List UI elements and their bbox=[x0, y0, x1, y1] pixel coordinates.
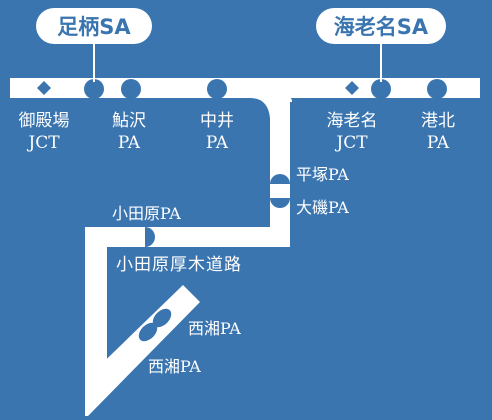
nakai-pa-name: 中井 bbox=[200, 111, 234, 131]
hiratsuka-pa-label: 平塚PA bbox=[296, 165, 349, 184]
ebina-jct-diamond-icon bbox=[345, 81, 359, 95]
ashigara-sa-bubble[interactable] bbox=[36, 8, 152, 44]
ashigara-sa-label: 足柄SA bbox=[57, 15, 131, 39]
ebina-sa-label: 海老名SA bbox=[334, 15, 429, 39]
seisho-pa-upper-label: 西湘PA bbox=[188, 319, 241, 338]
odawara-pa-station[interactable] bbox=[145, 227, 155, 247]
connector-road bbox=[150, 98, 290, 247]
oiso-pa-label: 大磯PA bbox=[296, 198, 349, 217]
kohoku-pa-station[interactable] bbox=[427, 79, 447, 99]
ayuzawa-pa-name: 鮎沢 bbox=[112, 111, 146, 131]
nakai-pa-station[interactable] bbox=[207, 79, 227, 99]
odawara-atsugi-road-label: 小田原厚木道路 bbox=[116, 255, 242, 275]
ebina-jct-type: JCT bbox=[334, 133, 368, 153]
connector-road-curve bbox=[250, 98, 270, 118]
kohoku-pa-name: 港北 bbox=[421, 111, 455, 131]
connector-road-curve-2 bbox=[290, 98, 292, 102]
ayuzawa-pa-station[interactable] bbox=[121, 79, 141, 99]
seisho-bypass-road bbox=[85, 285, 200, 416]
odawara-pa-label: 小田原PA bbox=[112, 204, 181, 223]
gotenba-jct-type: JCT bbox=[26, 133, 60, 153]
gotenba-jct-name: 御殿場 bbox=[19, 111, 70, 131]
ayuzawa-pa-type: PA bbox=[118, 133, 141, 153]
ebina-jct-name: 海老名 bbox=[327, 111, 378, 131]
seisho-pa-lower-label: 西湘PA bbox=[148, 357, 201, 376]
seisho-pa-lower-station[interactable] bbox=[135, 319, 160, 344]
ebina-sa-station[interactable] bbox=[371, 79, 391, 99]
seisho-pa-upper-station[interactable] bbox=[149, 305, 174, 330]
ashigara-sa-station[interactable] bbox=[84, 79, 104, 99]
nakai-pa-type: PA bbox=[206, 133, 229, 153]
kohoku-pa-type: PA bbox=[427, 133, 450, 153]
ebina-sa-bubble[interactable] bbox=[316, 8, 446, 44]
hiratsuka-pa-station[interactable] bbox=[270, 174, 290, 184]
tomei-expressway-road bbox=[10, 78, 480, 98]
gotenba-jct-diamond-icon bbox=[37, 81, 51, 95]
oiso-pa-station[interactable] bbox=[270, 198, 290, 208]
